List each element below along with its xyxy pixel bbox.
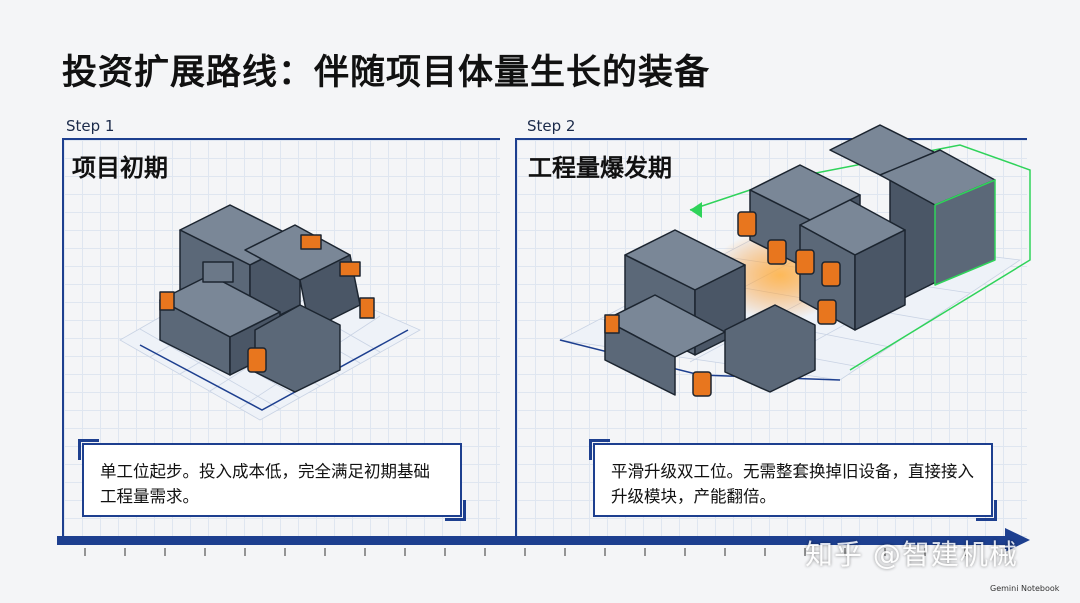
step1-label: Step 1 — [66, 117, 115, 135]
step1-description: 单工位起步。投入成本低，完全满足初期基础工程量需求。 — [100, 462, 430, 506]
footer-brand: Gemini Notebook — [990, 584, 1060, 593]
arrow-head — [690, 202, 702, 218]
step1-machine — [159, 204, 375, 393]
step1-description-box: 单工位起步。投入成本低，完全满足初期基础工程量需求。 — [78, 439, 466, 521]
corner-accent — [976, 500, 997, 521]
step2-description-box: 平滑升级双工位。无需整套换掉旧设备，直接接入升级模块，产能翻倍。 — [589, 439, 997, 521]
step2-description: 平滑升级双工位。无需整套换掉旧设备，直接接入升级模块，产能翻倍。 — [611, 462, 974, 506]
step1-title: 项目初期 — [72, 154, 168, 182]
timeline — [57, 528, 1030, 556]
step1-guide-line — [139, 329, 409, 411]
corner-accent — [78, 439, 99, 460]
watermark: 知乎 @智建机械 — [805, 538, 1018, 571]
step2-upgrade-modules — [737, 124, 996, 331]
corner-accent — [589, 439, 610, 460]
step2-base-machine — [604, 229, 816, 397]
step2-label: Step 2 — [527, 117, 576, 135]
corner-accent — [445, 500, 466, 521]
page-title: 投资扩展路线：伴随项目体量生长的装备 — [62, 53, 711, 93]
step2-title: 工程量爆发期 — [528, 154, 672, 182]
